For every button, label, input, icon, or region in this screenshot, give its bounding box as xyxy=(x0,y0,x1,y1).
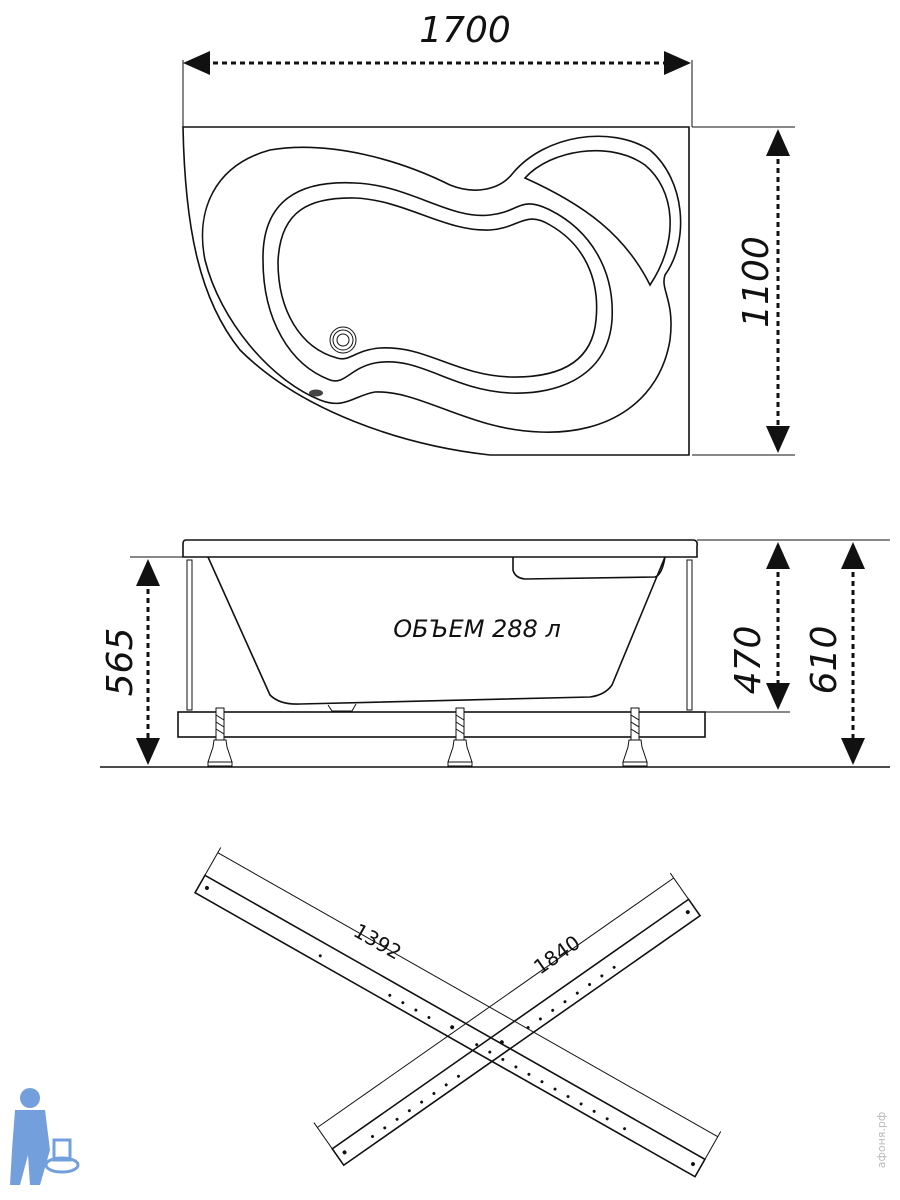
drain-icon xyxy=(329,326,357,354)
depth-label: 1100 xyxy=(736,236,777,328)
tub-body xyxy=(207,556,666,705)
rail-short-label: 1392 xyxy=(350,918,406,964)
tub-rim xyxy=(182,539,698,558)
frame-post-right xyxy=(686,559,693,711)
rail-long xyxy=(313,872,702,1167)
side-view: ОБЪЕМ 288 л 565 470 610 xyxy=(100,539,890,768)
support-legs xyxy=(207,707,648,767)
headrest xyxy=(523,149,671,287)
height-total-label: 610 xyxy=(804,626,845,695)
plumber-logo xyxy=(10,1088,80,1185)
drain-outlet xyxy=(327,703,357,712)
tub-outline xyxy=(182,126,690,456)
width-label: 1700 xyxy=(419,10,511,51)
top-view: 1700 1100 xyxy=(182,10,795,456)
rim-contour xyxy=(201,135,682,433)
rail-short xyxy=(193,847,722,1178)
basin-inner xyxy=(277,197,598,378)
height-inner-label: 470 xyxy=(728,626,769,695)
frame-base xyxy=(177,711,706,738)
tub-seat xyxy=(512,556,666,580)
frame-rails: 1392 1840 xyxy=(193,847,722,1178)
overflow-icon xyxy=(309,389,323,397)
height-left-label: 565 xyxy=(100,628,141,697)
frame-post-left xyxy=(186,559,193,711)
rail-long-label: 1840 xyxy=(529,930,584,979)
watermark: афоня.рф xyxy=(875,1112,888,1169)
volume-label: ОБЪЕМ 288 л xyxy=(393,615,561,643)
basin-outer xyxy=(262,181,613,394)
